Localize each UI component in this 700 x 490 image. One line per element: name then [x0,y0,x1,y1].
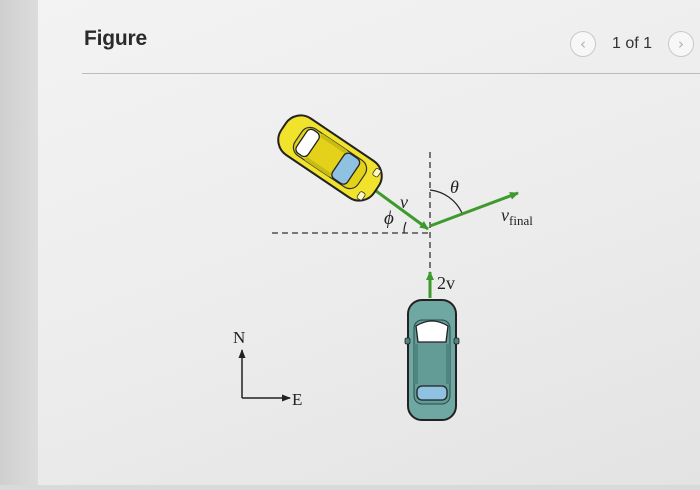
phi-arc [403,221,407,234]
theta-arc [429,189,463,214]
pager: ‹ 1 of 1 › [569,30,694,58]
v-final-subscript: final [509,213,533,228]
left-margin-strip [0,0,38,485]
chevron-right-icon: › [678,35,684,53]
east-label: E [292,390,302,409]
figure-panel: Figure ‹ 1 of 1 › [38,0,700,485]
v-arrow [371,186,429,231]
page-title: Figure [84,27,147,50]
v-final-label: vfinal [501,205,533,228]
page-counter: 1 of 1 [611,35,652,52]
teal-car [404,299,460,421]
yellow-car [277,114,383,202]
next-button[interactable]: › [668,31,694,57]
v-label: v [400,192,408,212]
header-divider [82,73,700,74]
two-v-label: 2v [437,273,455,293]
figure-header: Figure ‹ 1 of 1 › [38,0,700,76]
prev-button[interactable]: ‹ [569,31,596,57]
phi-label: ϕ [384,208,394,229]
compass: N E [233,328,302,409]
north-label: N [233,328,245,347]
v-final-arrow [429,191,519,228]
theta-label: θ [450,177,459,197]
chevron-left-icon: ‹ [579,35,586,53]
v-final-main: v [501,205,509,225]
